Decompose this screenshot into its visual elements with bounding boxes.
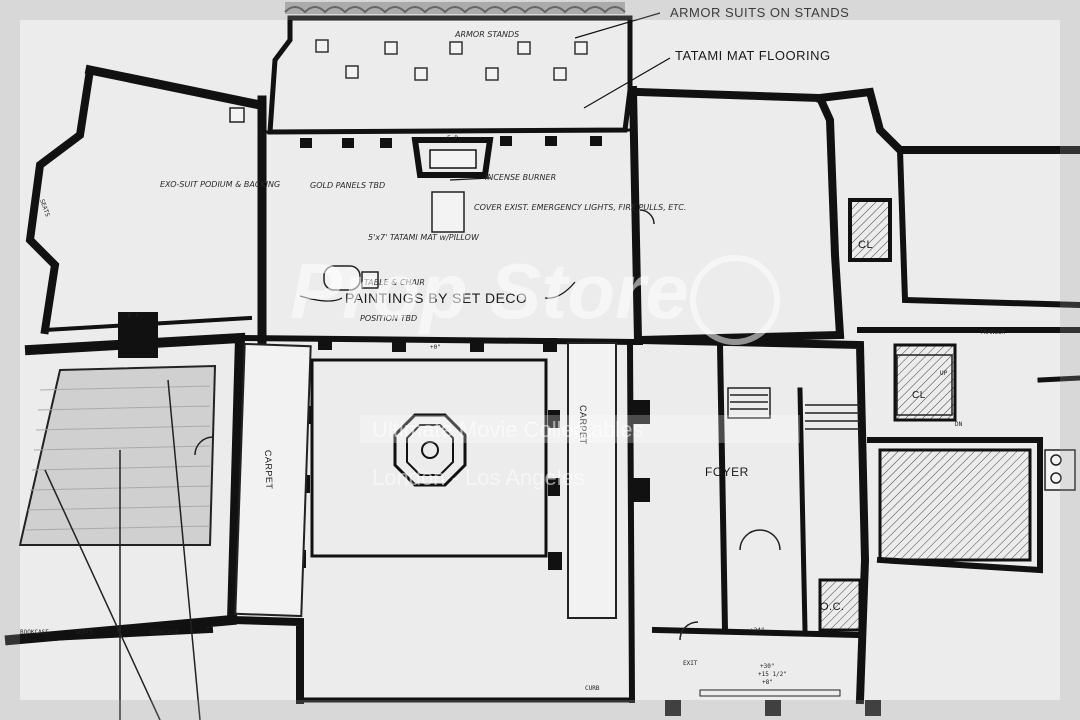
label-dn: DN: [955, 421, 963, 428]
armor-stands: [315, 39, 588, 81]
label-exit: EXIT: [683, 660, 698, 667]
bottom-markers: [665, 689, 881, 716]
callout-tatami-flooring: TATAMI MAT FLOORING: [675, 48, 831, 63]
theater-stage: [18, 364, 217, 720]
hedge-texture: [284, 2, 626, 14]
label-carpet-right: CARPET: [578, 405, 588, 445]
note-tatami-mat: 5'x7' TATAMI MAT w/PILLOW: [368, 233, 480, 242]
hatched-areas: [818, 198, 1032, 632]
label-foyer: FOYER: [705, 465, 749, 479]
label-transom: TRANSOM: [980, 329, 1006, 336]
watermark-brand: Prop Store: [290, 247, 689, 335]
note-incense: INCENSE BURNER: [485, 173, 556, 182]
callout-armor-suits: ARMOR SUITS ON STANDS: [670, 5, 849, 20]
note-cover-exist: COVER EXIST. EMERGENCY LIGHTS, FIRE PULL…: [474, 203, 686, 212]
label-closet-upper: CL: [858, 239, 873, 251]
walls: [4, 15, 1080, 705]
label-bookcase-right: BOOKCASE: [150, 629, 179, 636]
label-up: UP: [940, 370, 948, 377]
note-table-chair: TABLE & CHAIR: [364, 278, 425, 287]
watermark-mask-icon: [690, 255, 780, 345]
label-seats: SEATS: [75, 629, 93, 636]
callout-paintings: PAINTINGS BY SET DECO: [345, 290, 527, 306]
dim-8: +8": [762, 679, 773, 686]
octagon-feature: [310, 358, 548, 558]
fireplace: [411, 137, 494, 178]
label-fp-top: F.P.: [447, 135, 461, 142]
dim-0-top: +0": [430, 344, 441, 351]
dim-15: +15 1/2": [758, 671, 787, 678]
note-exo-suit: EXO-SUIT PODIUM & BACKING: [160, 180, 280, 189]
watermark: Prop Store Ultimate Movie Collectables L…: [290, 247, 800, 490]
label-oc: O.C.: [820, 601, 845, 613]
label-bookcase-left: BOOKCASE: [20, 629, 49, 636]
leader-lines: [299, 12, 671, 302]
note-armor-stands: ARMOR STANDS: [454, 30, 519, 39]
label-fp-left: F.P.: [128, 313, 142, 320]
door-symbols: [194, 209, 781, 641]
note-gold-panels: GOLD PANELS TBD: [310, 181, 385, 190]
dim-30: +30": [760, 663, 774, 670]
furniture: [229, 107, 1076, 491]
watermark-cities: London - Los Angeles: [372, 465, 585, 490]
watermark-tagline: Ultimate Movie Collectables: [372, 417, 643, 442]
label-closet-stair: CL: [912, 390, 926, 401]
carpet-runners: [234, 342, 617, 619]
staircase: [727, 354, 953, 430]
label-curb: CURB: [585, 685, 600, 692]
note-position-tbd: POSITION TBD: [360, 314, 417, 323]
dim-24: +24": [750, 627, 764, 634]
label-carpet-left: CARPET: [263, 450, 274, 490]
